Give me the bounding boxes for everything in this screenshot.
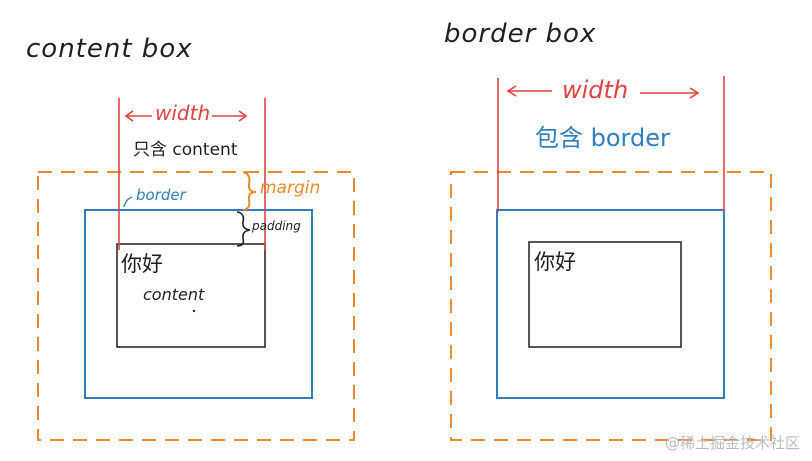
- border-box-width-arrow: [506, 85, 700, 99]
- border-pointer: [123, 196, 133, 208]
- content-box-content-rect: [116, 243, 266, 348]
- border-label: border: [136, 186, 186, 204]
- watermark: @稀土掘金技术社区: [664, 434, 800, 452]
- margin-label: margin: [260, 178, 321, 198]
- content-box-width-label: width: [155, 101, 211, 125]
- content-box-width-note: 只含 content: [133, 140, 238, 160]
- border-box-content-rect: [528, 241, 682, 348]
- content-box-content-text: content: [143, 285, 205, 304]
- border-box-hello-text: 你好: [534, 250, 576, 274]
- padding-brace: [236, 211, 251, 247]
- margin-brace: [242, 171, 257, 211]
- border-box-width-label: width: [562, 76, 629, 104]
- content-box-width-arrow: [124, 110, 248, 122]
- content-dot: [192, 309, 196, 313]
- content-box-title: content box: [26, 34, 193, 64]
- content-box-margin-rect: [37, 171, 355, 441]
- content-box-hello-text: 你好: [121, 252, 163, 276]
- border-box-border-rect: [496, 209, 725, 399]
- padding-label: padding: [252, 219, 301, 233]
- border-box-width-note: 包含 border: [535, 124, 670, 152]
- content-box-border-rect: [84, 209, 313, 399]
- border-box-margin-rect: [450, 171, 772, 441]
- border-box-title: border box: [444, 19, 597, 49]
